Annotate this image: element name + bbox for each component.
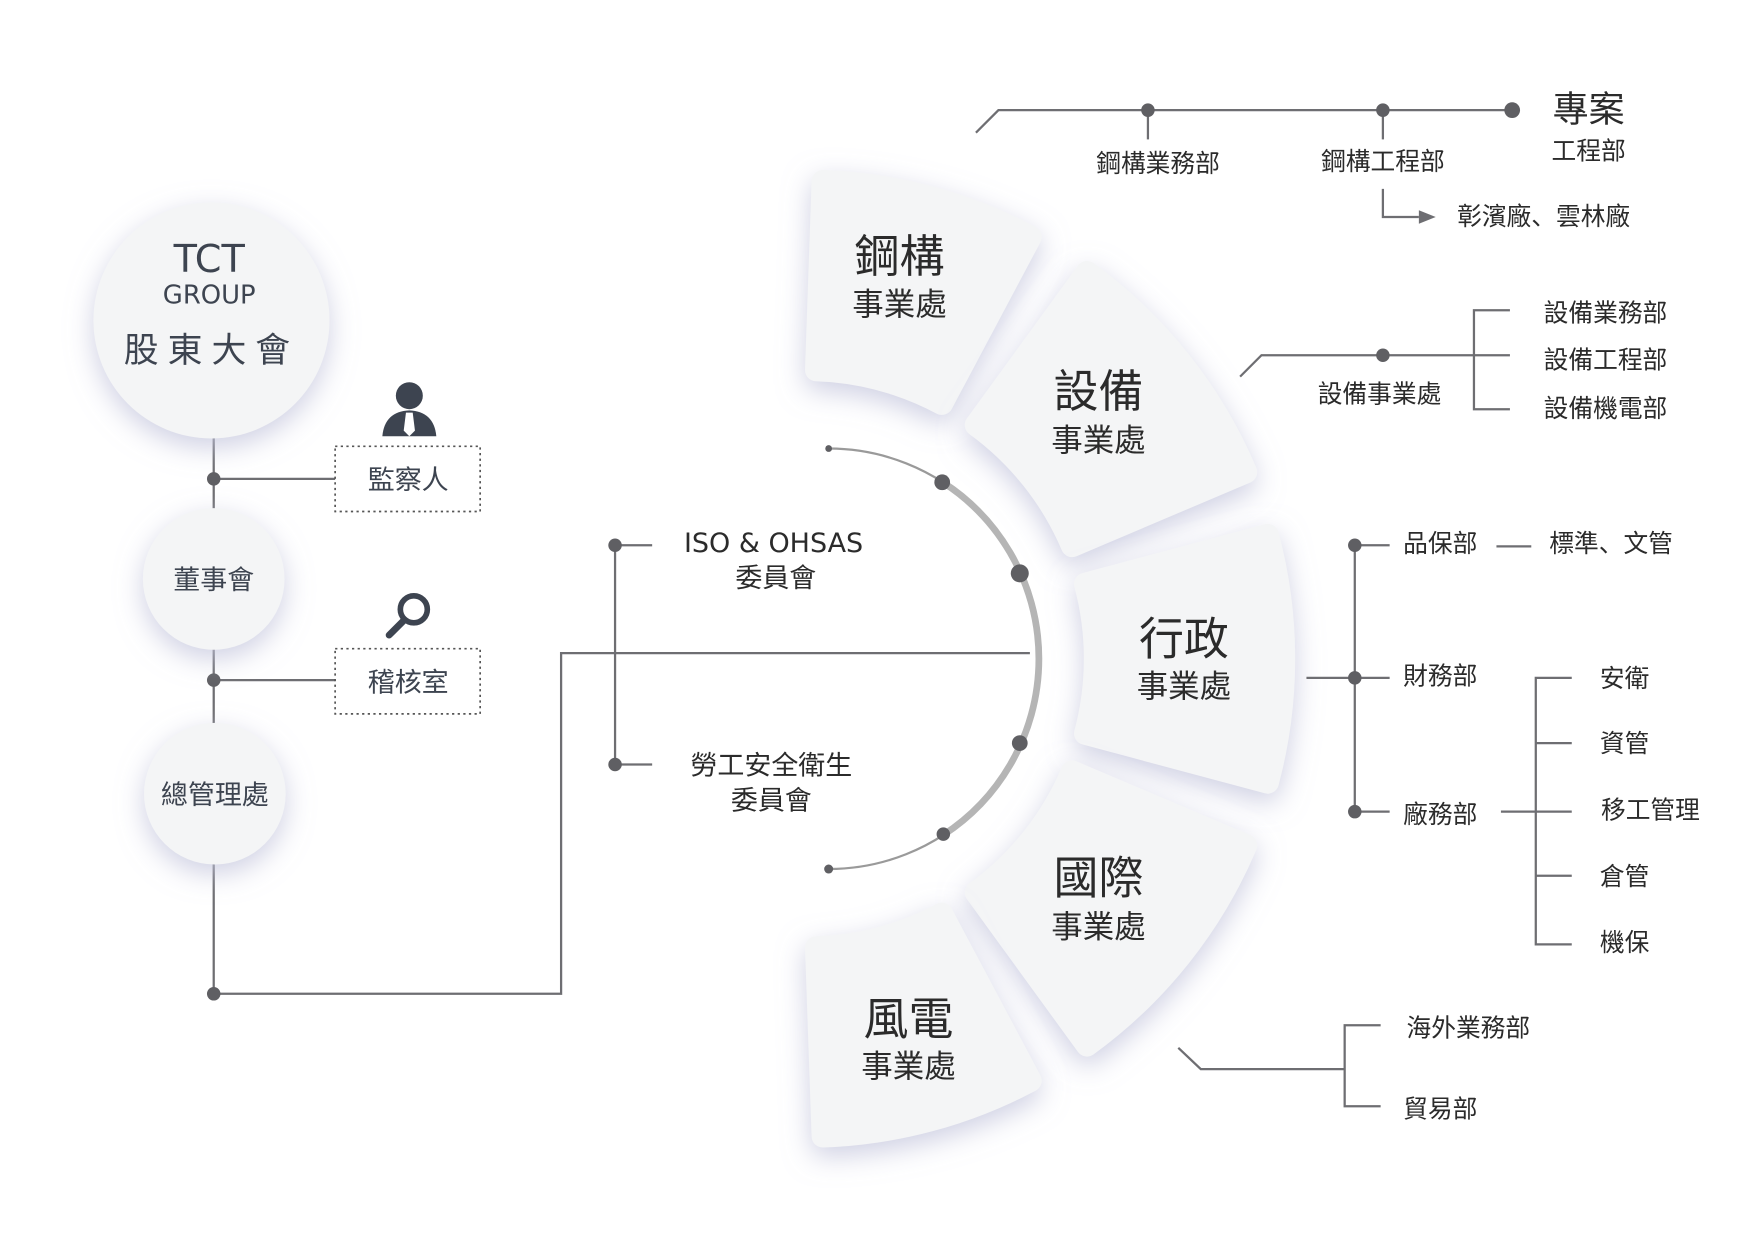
governance-column: TCT GROUP 股東大會 董事會 總管理處 監察人 稽核室: [93, 202, 1030, 1001]
division-steel-suffix: 事業處: [852, 287, 946, 323]
division-steel[interactable]: 鋼構: [855, 230, 945, 283]
equipment-unit[interactable]: 設備工程部: [1544, 346, 1668, 375]
plant-unit[interactable]: 倉管: [1600, 862, 1649, 891]
arrow-icon: [1418, 210, 1436, 224]
plant-unit[interactable]: 資管: [1600, 729, 1649, 758]
steel-branch: 鋼構業務部 鋼構工程部 專案 工程部 彰濱廠、雲林廠: [975, 89, 1630, 231]
central-arc: [824, 445, 1043, 874]
petal-admin[interactable]: [1074, 523, 1296, 794]
admin-plant-affairs[interactable]: 廠務部: [1403, 800, 1477, 829]
petal-wind[interactable]: [805, 902, 1042, 1148]
international-branch: 海外業務部 貿易部: [1177, 1014, 1531, 1123]
project-line1[interactable]: 專案: [1553, 89, 1625, 130]
petal-steel[interactable]: [805, 170, 1042, 415]
plant-unit[interactable]: 移工管理: [1601, 795, 1700, 824]
group-text: GROUP: [163, 281, 256, 311]
audit-label: 稽核室: [368, 667, 449, 698]
petal-equipment[interactable]: [964, 261, 1258, 558]
board-label: 董事會: [173, 565, 254, 596]
division-labels: 鋼構 事業處 設備 事業處 行政 事業處 國際 事業處 風電 事業處: [852, 230, 1231, 1085]
general-management-label: 總管理處: [161, 780, 269, 811]
audit-box[interactable]: 稽核室: [334, 647, 481, 715]
steel-engineering[interactable]: 鋼構工程部: [1321, 147, 1445, 176]
admin-qa-scope[interactable]: 標準、文管: [1549, 529, 1673, 558]
division-international-suffix: 事業處: [1051, 910, 1145, 946]
equipment-unit[interactable]: 設備業務部: [1544, 299, 1668, 328]
board-node[interactable]: 董事會: [142, 508, 285, 650]
division-equipment-suffix: 事業處: [1051, 423, 1145, 459]
international-unit[interactable]: 貿易部: [1403, 1094, 1477, 1123]
admin-qa[interactable]: 品保部: [1403, 529, 1477, 558]
steel-sales[interactable]: 鋼構業務部: [1096, 149, 1220, 178]
person-icon: [382, 382, 437, 437]
plant-unit[interactable]: 機保: [1600, 928, 1650, 957]
shareholders-node[interactable]: TCT GROUP 股東大會: [93, 202, 330, 439]
general-management-node[interactable]: 總管理處: [144, 722, 286, 865]
equipment-unit[interactable]: 設備機電部: [1544, 394, 1668, 423]
petal-international[interactable]: [964, 760, 1258, 1057]
steel-plants[interactable]: 彰濱廠、雲林廠: [1457, 202, 1630, 231]
division-wind[interactable]: 風電: [864, 992, 954, 1045]
committee-safety-line1[interactable]: 勞工安全衛生: [690, 751, 852, 782]
equipment-branch: 設備事業處 設備業務部 設備工程部 設備機電部: [1239, 299, 1668, 423]
committee-iso-line2: 委員會: [735, 563, 816, 594]
supervisor-box[interactable]: 監察人: [334, 445, 481, 513]
committee-safety-line2: 委員會: [731, 785, 812, 816]
international-unit[interactable]: 海外業務部: [1407, 1014, 1531, 1043]
project-line2: 工程部: [1552, 137, 1626, 166]
committees: ISO & OHSAS 委員會 勞工安全衛生 委員會: [608, 528, 863, 816]
plant-unit[interactable]: 安衛: [1600, 664, 1649, 693]
division-admin-suffix: 事業處: [1137, 669, 1231, 705]
equipment-division[interactable]: 設備事業處: [1318, 379, 1442, 408]
admin-branch: 品保部 標準、文管 財務部 廠務部 安衛 資管 移工管理 倉管 機保: [1306, 529, 1700, 957]
division-wind-suffix: 事業處: [861, 1049, 955, 1085]
magnifier-icon: [385, 593, 431, 639]
supervisor-label: 監察人: [368, 465, 449, 496]
committee-iso-line1[interactable]: ISO & OHSAS: [684, 528, 863, 559]
admin-finance[interactable]: 財務部: [1403, 662, 1477, 691]
division-admin[interactable]: 行政: [1139, 612, 1229, 665]
division-equipment[interactable]: 設備: [1054, 365, 1144, 418]
division-international[interactable]: 國際: [1054, 852, 1144, 905]
shareholders-label: 股東大會: [124, 331, 299, 371]
division-petals: [805, 170, 1296, 1148]
tct-logo-text: TCT: [173, 238, 246, 282]
